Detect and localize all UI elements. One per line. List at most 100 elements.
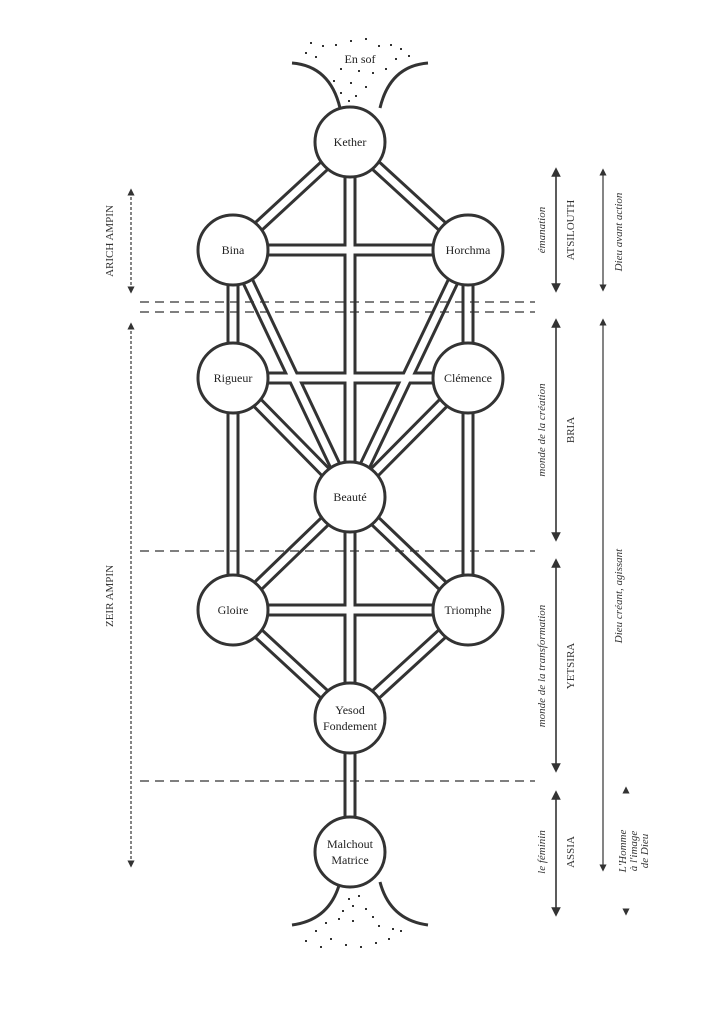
dust-dot bbox=[345, 944, 347, 946]
node-gloire: Gloire bbox=[196, 573, 270, 647]
assia-description: le féminin bbox=[536, 830, 548, 874]
homme-label-line1: L'Homme bbox=[617, 830, 629, 874]
dust-dot bbox=[392, 928, 394, 930]
dust-dot bbox=[305, 940, 307, 942]
dust-dot bbox=[305, 52, 307, 54]
path-bina-beaute bbox=[229, 248, 354, 499]
node-label-gloire: Gloire bbox=[218, 603, 249, 617]
node-circle-malchout bbox=[313, 815, 387, 889]
dust-dot bbox=[400, 930, 402, 932]
homme-label-line3: de Dieu bbox=[639, 833, 651, 868]
atsilouth-name: ATSILOUTH bbox=[565, 200, 577, 261]
node-circle-yesod bbox=[313, 681, 387, 755]
yetsira-name: YETSIRA bbox=[565, 643, 577, 690]
en-sof-bottom-funnel bbox=[291, 881, 429, 927]
node-label-malchout-1: Malchout bbox=[327, 837, 374, 851]
node-rigueur: Rigueur bbox=[196, 341, 270, 415]
dust-dot bbox=[342, 910, 344, 912]
dust-dot bbox=[350, 82, 352, 84]
dust-dot bbox=[408, 55, 410, 57]
node-circle-kether bbox=[313, 105, 387, 179]
assia-name: ASSIA bbox=[565, 836, 577, 868]
dust-dot bbox=[310, 42, 312, 44]
node-horchma: Horchma bbox=[431, 213, 505, 287]
dust-dot bbox=[395, 58, 397, 60]
dust-dot bbox=[315, 56, 317, 58]
dust-dot bbox=[358, 895, 360, 897]
dust-dot bbox=[348, 100, 350, 102]
zeir-ampin-label: ZEIR AMPIN bbox=[104, 565, 116, 627]
dust-dot bbox=[322, 45, 324, 47]
dust-dot bbox=[365, 38, 367, 40]
node-clemence: Clémence bbox=[431, 341, 505, 415]
en-sof-dots-bottom bbox=[305, 895, 402, 948]
en-sof-label: En sof bbox=[345, 52, 376, 66]
dust-dot bbox=[315, 930, 317, 932]
node-beaute: Beauté bbox=[313, 460, 387, 534]
node-circle-clemence bbox=[431, 341, 505, 415]
node-bina: Bina bbox=[196, 213, 270, 287]
node-circle-triomphe bbox=[431, 573, 505, 647]
node-circle-bina bbox=[196, 213, 270, 287]
node-label-yesod-1: Yesod bbox=[335, 703, 364, 717]
node-circle-horchma bbox=[431, 213, 505, 287]
atsilouth-description: émanation bbox=[536, 206, 548, 253]
dust-dot bbox=[335, 44, 337, 46]
world-separators bbox=[140, 301, 535, 782]
en-sof-top-funnel bbox=[291, 61, 429, 109]
node-label-horchma: Horchma bbox=[446, 243, 491, 257]
yetsira-description: monde de la transformation bbox=[536, 604, 548, 727]
en-sof-dots-top bbox=[305, 38, 410, 102]
dust-dot bbox=[348, 898, 350, 900]
dust-dot bbox=[365, 86, 367, 88]
dust-dot bbox=[372, 72, 374, 74]
node-label-malchout-2: Matrice bbox=[331, 853, 368, 867]
dust-dot bbox=[320, 946, 322, 948]
node-circle-beaute bbox=[313, 460, 387, 534]
dust-dot bbox=[352, 905, 354, 907]
dust-dot bbox=[325, 922, 327, 924]
node-label-rigueur: Rigueur bbox=[214, 371, 253, 385]
dust-dot bbox=[358, 70, 360, 72]
dust-dot bbox=[360, 946, 362, 948]
dust-dot bbox=[340, 68, 342, 70]
node-label-yesod-2: Fondement bbox=[323, 719, 378, 733]
worlds-column: émanation ATSILOUTH monde de la création… bbox=[536, 167, 577, 917]
node-circle-gloire bbox=[196, 573, 270, 647]
dust-dot bbox=[400, 48, 402, 50]
node-triomphe: Triomphe bbox=[431, 573, 505, 647]
bria-name: BRIA bbox=[565, 417, 577, 443]
path-horchma-beaute bbox=[346, 248, 472, 499]
node-label-triomphe: Triomphe bbox=[445, 603, 492, 617]
homme-label-line2: à l'image bbox=[628, 831, 640, 872]
dust-dot bbox=[338, 918, 340, 920]
arich-ampin-label: ARICH AMPIN bbox=[104, 205, 116, 277]
dust-dot bbox=[330, 938, 332, 940]
dust-dot bbox=[388, 938, 390, 940]
dust-dot bbox=[350, 40, 352, 42]
divine-column: Dieu avant action Dieu créant, agissant … bbox=[599, 168, 651, 916]
dust-dot bbox=[378, 925, 380, 927]
dust-dot bbox=[385, 68, 387, 70]
node-circle-rigueur bbox=[196, 341, 270, 415]
en-sof-bottom bbox=[291, 881, 429, 948]
bria-description: monde de la création bbox=[536, 383, 548, 477]
dust-dot bbox=[355, 95, 357, 97]
dust-dot bbox=[390, 44, 392, 46]
dust-dot bbox=[352, 920, 354, 922]
node-label-beaute: Beauté bbox=[333, 490, 366, 504]
node-kether: Kether bbox=[313, 105, 387, 179]
dust-dot bbox=[372, 916, 374, 918]
dust-dot bbox=[340, 92, 342, 94]
dust-dot bbox=[365, 908, 367, 910]
dieu-avant-action-label: Dieu avant action bbox=[613, 192, 625, 272]
en-sof-top: En sof bbox=[291, 38, 429, 109]
node-label-kether: Kether bbox=[334, 135, 367, 149]
dust-dot bbox=[333, 80, 335, 82]
node-label-clemence: Clémence bbox=[444, 371, 492, 385]
left-annotations: ARICH AMPIN ZEIR AMPIN bbox=[104, 188, 135, 868]
